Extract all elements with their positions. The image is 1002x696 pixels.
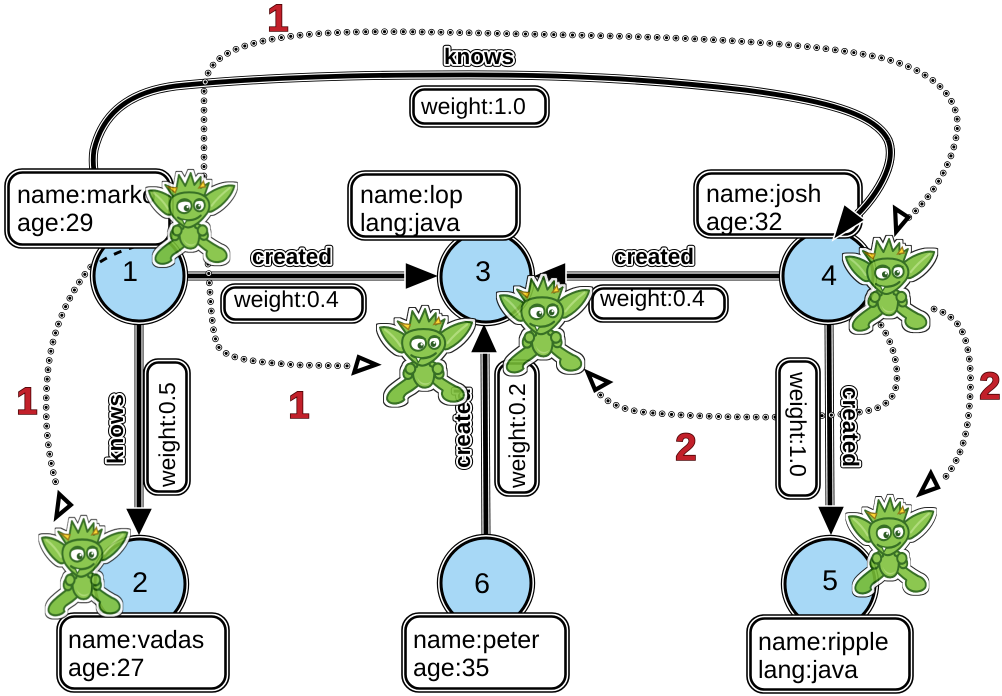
svg-text:5: 5 [822, 565, 838, 597]
svg-text:weight:0.4: weight:0.4 [599, 285, 705, 311]
svg-text:name:josh: name:josh [706, 180, 821, 208]
svg-text:age:35: age:35 [413, 654, 489, 682]
svg-text:name:lop: name:lop [360, 181, 463, 209]
svg-text:age:32: age:32 [706, 208, 782, 236]
svg-text:weight:0.4: weight:0.4 [233, 286, 339, 312]
svg-text:2: 2 [132, 567, 148, 599]
svg-text:knows: knows [103, 394, 128, 464]
svg-text:weight:1.0: weight:1.0 [420, 93, 526, 119]
svg-text:3: 3 [475, 256, 491, 288]
svg-text:2: 2 [979, 366, 1000, 408]
svg-text:created: created [838, 387, 863, 467]
svg-text:created: created [614, 244, 694, 269]
svg-text:6: 6 [474, 568, 490, 600]
svg-text:knows: knows [103, 394, 128, 464]
svg-text:knows: knows [444, 44, 514, 69]
svg-text:1: 1 [267, 0, 288, 40]
svg-text:lang:java: lang:java [360, 209, 460, 237]
svg-text:age:29: age:29 [17, 209, 93, 237]
svg-text:1: 1 [16, 381, 37, 423]
svg-text:1: 1 [288, 385, 309, 427]
svg-text:name:peter: name:peter [413, 626, 539, 654]
svg-text:1: 1 [122, 256, 138, 288]
svg-text:4: 4 [821, 260, 837, 292]
svg-text:2: 2 [675, 427, 696, 469]
svg-text:weight:0.2: weight:0.2 [504, 383, 530, 489]
svg-text:name:vadas: name:vadas [68, 626, 204, 654]
svg-text:knows: knows [444, 44, 514, 69]
svg-text:created: created [252, 244, 332, 269]
svg-text:created: created [614, 244, 694, 269]
svg-text:created: created [252, 244, 332, 269]
svg-text:age:27: age:27 [68, 654, 144, 682]
svg-text:name:marko: name:marko [17, 181, 156, 209]
svg-text:created: created [838, 387, 863, 467]
svg-text:name:ripple: name:ripple [758, 628, 889, 656]
svg-text:weight:0.5: weight:0.5 [154, 382, 180, 488]
svg-text:weight:1.0: weight:1.0 [785, 371, 811, 477]
svg-text:lang:java: lang:java [758, 656, 858, 684]
